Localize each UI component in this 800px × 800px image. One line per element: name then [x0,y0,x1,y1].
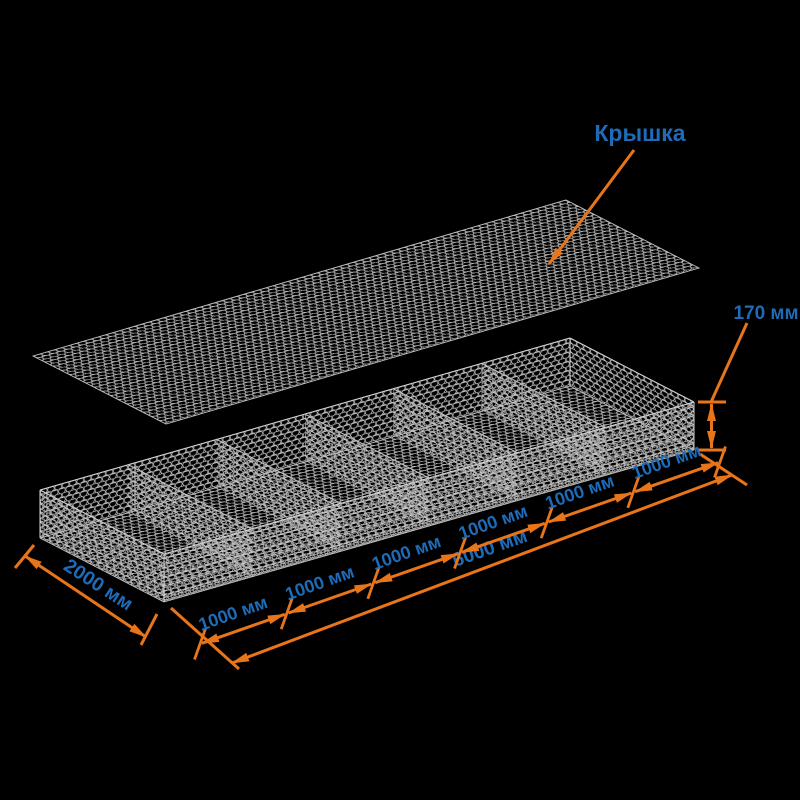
height-dim-label: 170 мм [733,303,798,324]
width-ext-front [139,613,159,646]
length-dim-line [231,473,733,665]
length-ext-right [699,452,748,487]
lid-leader-line [547,149,636,265]
lid-mesh-panel [31,199,701,425]
lid-label: Крышка [594,120,685,146]
width-dim-line [24,554,147,639]
segment-ticks [193,446,727,660]
height-leader [710,322,749,402]
segment-dim-lines [200,461,720,645]
